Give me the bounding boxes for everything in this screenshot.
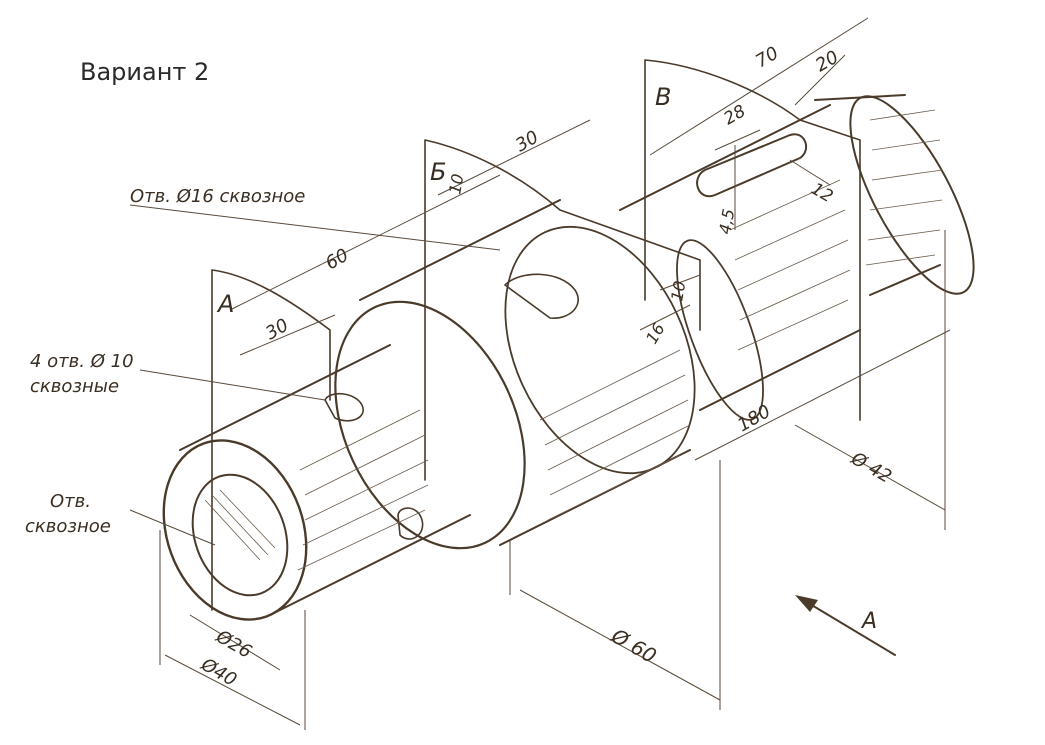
note-hole-line1: Отв. [50, 491, 91, 512]
dim-phi-60: Ø 60 [607, 623, 661, 668]
dim-60: 60 [322, 245, 352, 275]
view-direction-arrow: А [795, 595, 896, 656]
dim-28: 28 [721, 101, 750, 129]
right-shaft [814, 94, 975, 296]
plane-label-b: Б [430, 158, 446, 186]
dim-30-left: 30 [262, 315, 292, 345]
dimension-lines [129, 17, 951, 730]
cutting-plane-v [644, 59, 861, 421]
dim-30-top: 30 [512, 127, 542, 157]
keyway-slot [696, 133, 808, 198]
view-arrow-label: А [860, 609, 877, 634]
plane-label-a: А [216, 290, 234, 318]
cutting-plane-a [211, 269, 331, 611]
hole-10-side [397, 507, 424, 540]
note-hole-16: Отв. Ø16 сквозное [130, 186, 305, 207]
dim-phi-40: Ø40 [197, 654, 240, 691]
cutting-plane-b [424, 139, 701, 481]
collar-d60 [334, 199, 696, 550]
dim-10-mid: 10 [667, 279, 689, 302]
plane-label-v: В [655, 83, 671, 111]
dim-180: 180 [734, 401, 774, 436]
hole-10-top [324, 392, 364, 422]
dim-16: 16 [642, 320, 669, 347]
dim-20: 20 [812, 47, 842, 77]
note-4-holes-line1: 4 отв. Ø 10 [30, 351, 134, 372]
dim-4-5: 4,5 [715, 207, 738, 235]
dim-phi-42: Ø 42 [847, 448, 895, 488]
dim-phi-26: Ø26 [212, 626, 255, 663]
hole-16-slot [504, 273, 579, 319]
dim-10-top: 10 [445, 172, 467, 195]
dim-70: 70 [752, 43, 782, 73]
middle-shaft-with-keyway [619, 104, 861, 421]
note-4-holes-line2: сквозные [30, 376, 119, 397]
left-hollow-shaft [162, 344, 471, 621]
variant-title: Вариант 2 [80, 58, 209, 86]
note-hole-line2: сквозное [25, 516, 111, 537]
